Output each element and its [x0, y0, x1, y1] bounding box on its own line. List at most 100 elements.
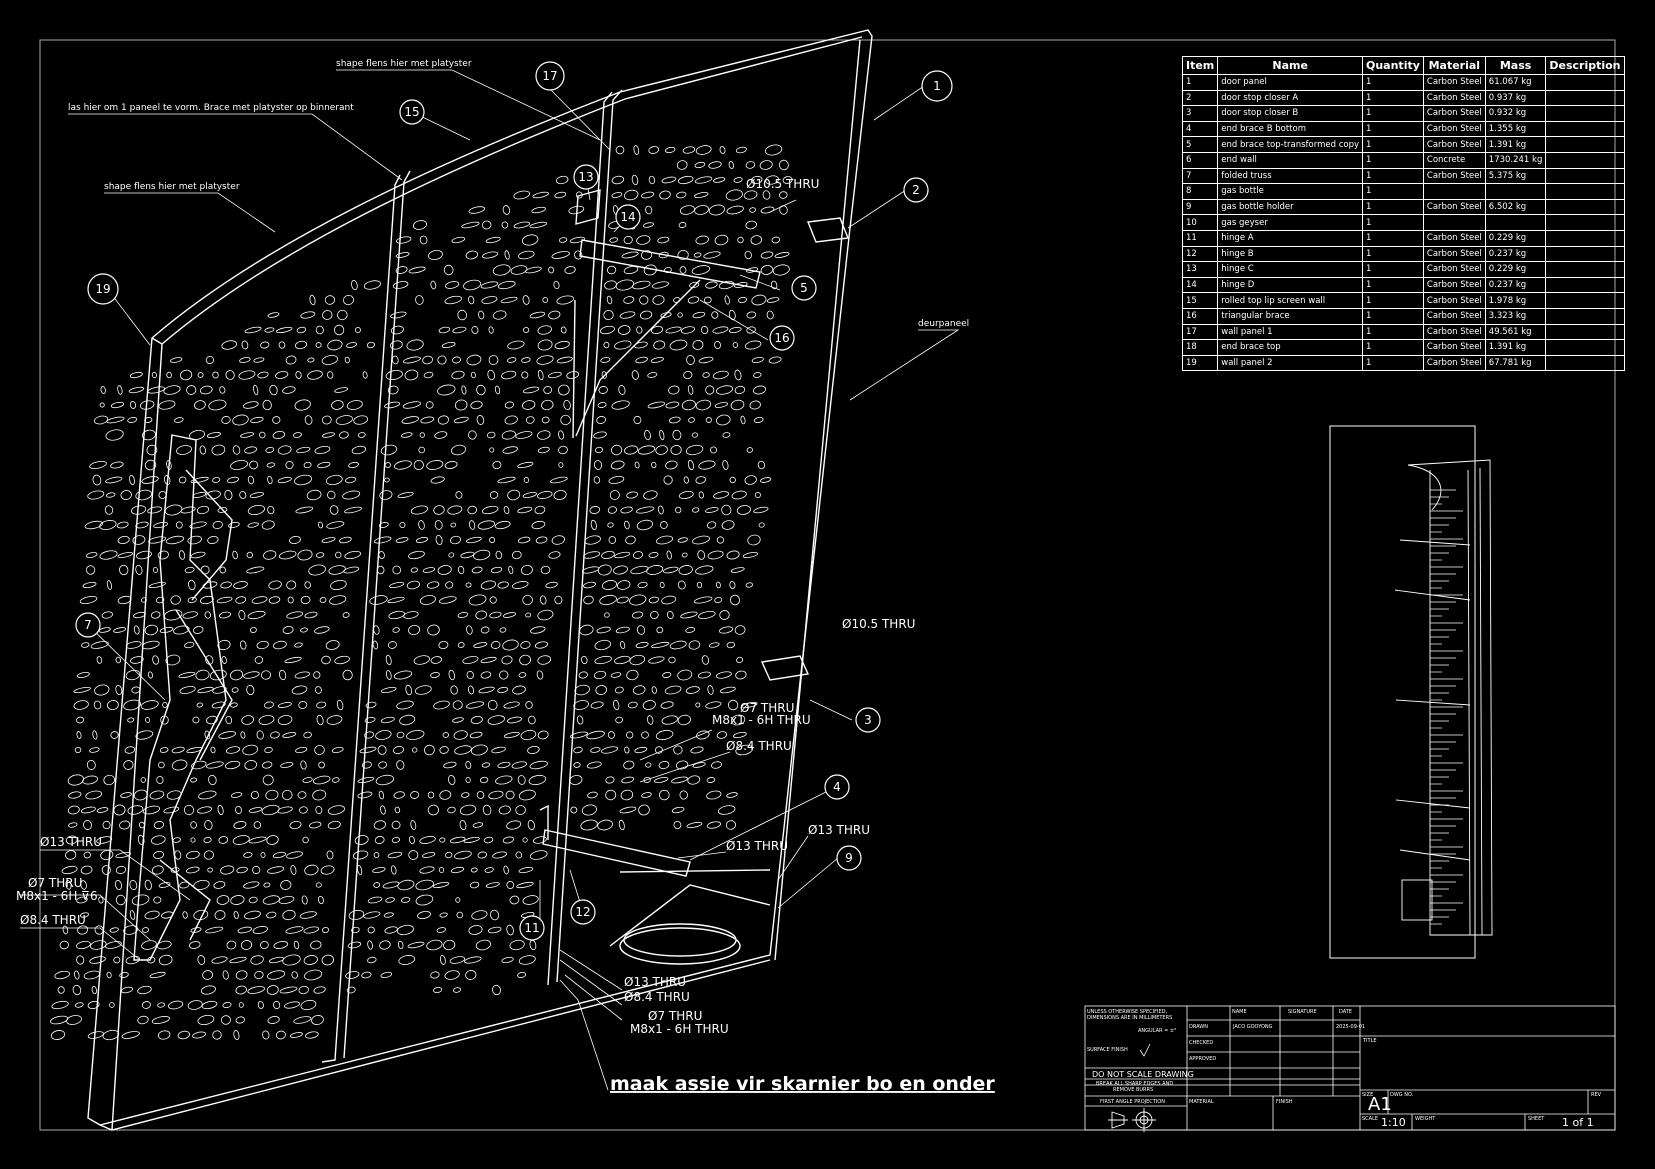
perforation-hole	[601, 580, 618, 590]
tb-burrs-2: REMOVE BURRS	[1113, 1087, 1154, 1093]
perforation-hole	[452, 700, 463, 710]
perforation-hole	[664, 266, 672, 274]
perforation-hole	[282, 732, 297, 738]
perforation-hole	[140, 777, 147, 783]
perforation-hole	[480, 626, 490, 634]
table-cell: 0.229 kg	[1484, 261, 1547, 278]
perforation-hole	[197, 955, 206, 965]
perforation-hole	[87, 490, 105, 500]
balloon-7: 7	[84, 618, 92, 632]
perforation-hole	[77, 925, 89, 935]
perforation-hole	[156, 940, 172, 950]
perforation-hole	[633, 145, 640, 155]
perforation-hole	[641, 191, 655, 199]
perforation-hole	[447, 806, 456, 814]
perforation-hole	[593, 431, 607, 439]
perforation-hole	[506, 357, 517, 363]
perforation-hole	[67, 774, 85, 786]
perforation-hole	[174, 417, 184, 423]
callout-d13-left: Ø13 THRU	[40, 835, 102, 849]
perforation-hole	[714, 402, 728, 408]
perforation-hole	[583, 595, 594, 605]
perforation-hole	[595, 685, 607, 695]
perforation-hole	[268, 580, 282, 590]
perforation-hole	[408, 266, 426, 274]
perforation-hole	[537, 655, 552, 665]
perforation-hole	[79, 912, 90, 918]
perforation-hole	[273, 941, 289, 949]
table-cell: 6.502 kg	[1484, 198, 1547, 216]
perforation-hole	[665, 401, 680, 409]
balloon-3: 3	[864, 713, 872, 727]
perforation-hole	[387, 385, 399, 395]
perforation-hole	[502, 612, 517, 618]
perforation-hole	[465, 250, 479, 260]
perforation-hole	[247, 986, 265, 994]
perforation-hole	[109, 927, 119, 933]
perforation-hole	[418, 520, 425, 530]
balloon-circle-12	[570, 899, 596, 925]
table-cell: Carbon Steel	[1422, 276, 1486, 294]
perforation-hole	[736, 505, 751, 515]
perforation-hole	[492, 310, 507, 320]
table-cell: 1.355 kg	[1484, 120, 1547, 138]
balloon-circle-17	[535, 61, 565, 91]
perforation-hole	[321, 355, 339, 365]
perforation-hole	[184, 641, 195, 649]
perforation-hole	[650, 610, 659, 620]
perforation-hole	[285, 355, 297, 365]
perforation-hole	[502, 639, 519, 651]
perforation-hole	[424, 744, 435, 756]
perforation-hole	[104, 505, 114, 515]
perforation-hole	[364, 717, 376, 723]
perforation-hole	[278, 341, 286, 349]
perforation-hole	[467, 505, 477, 515]
perforation-hole	[476, 384, 486, 396]
perforation-hole	[331, 400, 344, 410]
perforation-hole	[121, 1031, 140, 1039]
perforation-hole	[250, 791, 259, 800]
table-cell: hinge D	[1217, 276, 1363, 294]
perforation-hole	[106, 580, 112, 590]
perforation-hole	[705, 507, 719, 513]
perforation-hole	[676, 191, 687, 199]
perforation-hole	[314, 626, 330, 634]
table-cell: end brace B bottom	[1217, 120, 1363, 138]
perforation-hole	[390, 325, 404, 335]
perforation-hole	[256, 640, 269, 650]
perforation-hole	[454, 745, 472, 755]
table-cell: Concrete	[1422, 151, 1486, 169]
perforation-hole	[235, 806, 242, 814]
perforation-hole	[153, 521, 168, 529]
table-cell: Carbon Steel	[1422, 167, 1486, 185]
perforation-hole	[260, 852, 266, 858]
perforation-hole	[362, 371, 368, 379]
perforation-hole	[713, 177, 726, 183]
perforation-hole	[500, 296, 518, 304]
perforation-hole	[696, 581, 703, 589]
perforation-hole	[372, 640, 379, 650]
perforation-hole	[151, 835, 166, 845]
perforation-hole	[74, 746, 82, 754]
table-cell	[1545, 245, 1625, 263]
perforation-hole	[513, 221, 530, 229]
perforation-hole	[600, 746, 619, 754]
perforation-hole	[553, 490, 567, 500]
title-block-frame	[1084, 1005, 1616, 1131]
perforation-hole	[641, 792, 652, 798]
perforation-hole	[648, 656, 665, 664]
perforation-hole	[224, 760, 241, 770]
perforation-hole	[186, 866, 200, 874]
perforation-hole	[419, 866, 435, 874]
perforation-hole	[522, 386, 540, 394]
perforation-hole	[198, 790, 217, 800]
perforation-hole	[277, 476, 292, 484]
table-cell	[1545, 354, 1625, 372]
perforation-hole	[297, 791, 307, 799]
perforation-hole	[129, 401, 137, 409]
perforation-hole	[468, 206, 486, 214]
table-cell: 1	[1362, 151, 1424, 169]
perforation-hole	[339, 431, 349, 439]
perforation-hole	[279, 669, 287, 681]
perforation-hole	[390, 865, 397, 875]
